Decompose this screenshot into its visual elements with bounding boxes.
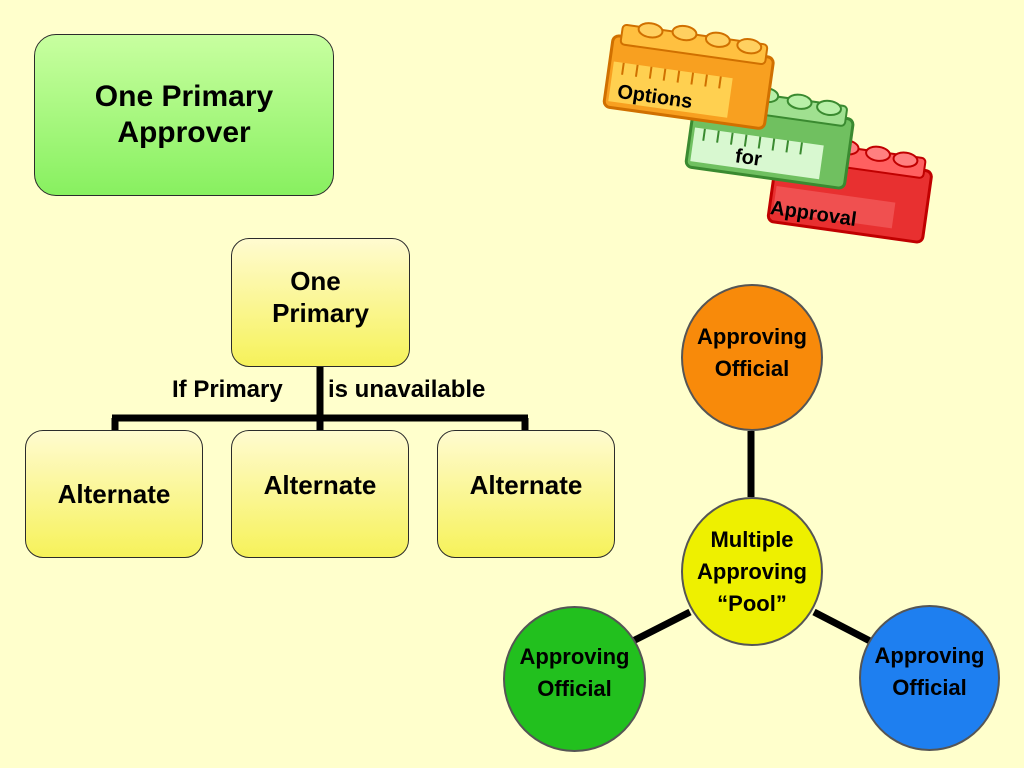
alternate-label: Alternate (263, 470, 377, 500)
connector-pool-left (631, 608, 692, 645)
alternate-node-2: Alternate (231, 430, 409, 558)
alternate-label: Alternate (469, 470, 583, 500)
official-line2: Official (714, 355, 790, 381)
one-primary-approver-box: One Primary Approver (34, 34, 334, 196)
alternate-label: Alternate (57, 479, 171, 509)
brick-label-for: for (733, 145, 764, 171)
pool-line1: Multiple (710, 526, 794, 552)
connector-pool-right (812, 608, 872, 645)
primary-line1: One (290, 265, 341, 296)
top-box-line1: One Primary (94, 80, 274, 113)
official-line2: Official (537, 676, 612, 701)
condition-label-right: is unavailable (328, 376, 486, 403)
pool-line2: Approving (697, 558, 807, 584)
condition-label-left: If Primary (172, 376, 283, 403)
approving-official-top: Approving Official (681, 284, 823, 431)
official-line1: Approving (874, 643, 985, 668)
primary-line2: Primary (272, 297, 369, 328)
official-line1: Approving (697, 323, 807, 349)
approving-official-left: Approving Official (503, 606, 646, 752)
approving-official-right: Approving Official (859, 605, 1000, 751)
orange-brick (602, 22, 775, 130)
alternate-node-3: Alternate (437, 430, 615, 558)
top-box-line2: Approver (117, 116, 251, 149)
official-line1: Approving (519, 644, 630, 669)
alternate-node-1: Alternate (25, 430, 203, 558)
pool-line3: “Pool” (717, 590, 787, 616)
primary-node: One Primary (231, 238, 410, 367)
official-line2: Official (892, 675, 967, 700)
multiple-approving-pool: Multiple Approving “Pool” (681, 497, 823, 646)
